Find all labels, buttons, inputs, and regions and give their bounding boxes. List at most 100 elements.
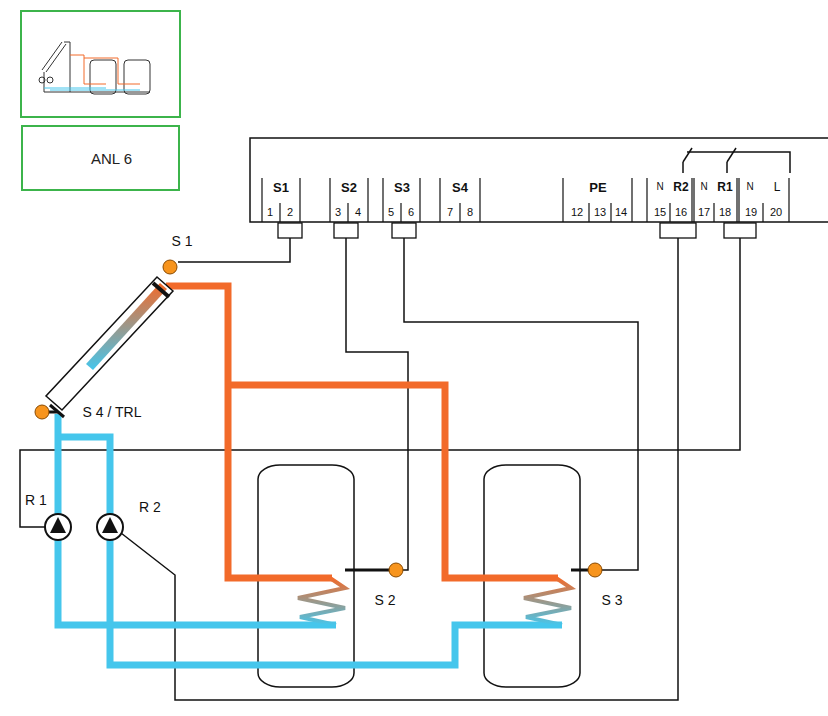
heat-exchanger-coil bbox=[524, 578, 571, 625]
controller-housing bbox=[736, 178, 737, 222]
temperature-sensor bbox=[588, 563, 602, 577]
scheme-icon bbox=[21, 11, 180, 117]
pin-number: 13 bbox=[594, 207, 606, 218]
pin-number: 5 bbox=[388, 207, 394, 218]
terminal-name: PE bbox=[589, 181, 606, 194]
terminal-name: L bbox=[774, 181, 781, 193]
controller-housing bbox=[419, 178, 420, 222]
controller-housing bbox=[762, 203, 763, 222]
solar-collector bbox=[153, 283, 169, 297]
terminal-name: R2 bbox=[673, 181, 688, 193]
scheme-name: ANL 6 bbox=[91, 150, 132, 167]
controller-housing bbox=[669, 203, 670, 222]
controller-housing bbox=[693, 178, 694, 222]
terminal-name: S4 bbox=[452, 181, 468, 194]
terminal-plug bbox=[278, 223, 302, 238]
flow-pipe bbox=[228, 385, 558, 578]
return-pipe bbox=[58, 437, 562, 665]
pump-symbol bbox=[50, 517, 66, 533]
scheme-label-box: ANL 6 bbox=[21, 125, 180, 191]
scheme-icon bbox=[90, 60, 116, 94]
controller-housing bbox=[329, 178, 330, 222]
terminal-name: S3 bbox=[394, 181, 410, 194]
pin-number: 7 bbox=[447, 207, 453, 218]
controller-housing bbox=[382, 178, 383, 222]
controller-housing bbox=[610, 203, 611, 222]
heat-exchanger-coil bbox=[298, 578, 571, 625]
sensor-label: S 3 bbox=[601, 593, 622, 607]
pin-number: 8 bbox=[467, 207, 473, 218]
pin-number: 18 bbox=[719, 207, 731, 218]
relay-contacts bbox=[727, 148, 736, 162]
controller-housing bbox=[646, 178, 647, 222]
pin-number: 6 bbox=[408, 207, 414, 218]
temperature-sensor bbox=[163, 260, 177, 274]
controller-housing bbox=[400, 203, 401, 222]
controller-housing bbox=[588, 203, 589, 222]
sensor-wire bbox=[121, 238, 678, 700]
pump-symbol bbox=[97, 514, 123, 540]
terminal-name: S1 bbox=[273, 181, 289, 194]
sensor-label: S 4 / TRL bbox=[83, 405, 142, 419]
temperature-sensor bbox=[35, 260, 602, 577]
pump-label: R 1 bbox=[25, 493, 47, 507]
relay-contacts bbox=[683, 148, 692, 162]
temperature-sensor bbox=[35, 260, 602, 577]
controller-housing bbox=[459, 203, 460, 222]
controller-housing bbox=[299, 178, 300, 222]
pin-number: 4 bbox=[355, 207, 361, 218]
flow-pipe bbox=[166, 286, 558, 578]
controller-housing bbox=[562, 178, 563, 222]
relay-contacts bbox=[687, 152, 790, 173]
controller-housing bbox=[439, 178, 440, 222]
pin-number: 17 bbox=[698, 207, 710, 218]
controller-housing bbox=[250, 138, 828, 222]
relay-contacts bbox=[682, 162, 684, 173]
terminal-name: N bbox=[656, 182, 663, 192]
sensor-wire bbox=[178, 238, 290, 262]
controller-housing bbox=[261, 178, 262, 222]
pin-number: 16 bbox=[675, 207, 687, 218]
temperature-sensor bbox=[389, 563, 403, 577]
controller-housing bbox=[262, 178, 789, 222]
terminal-plug bbox=[278, 223, 756, 238]
controller-housing bbox=[631, 178, 632, 222]
relay-contacts bbox=[726, 162, 728, 173]
terminal-name: R1 bbox=[717, 181, 732, 193]
pump-symbol bbox=[102, 517, 118, 533]
controller-housing bbox=[738, 178, 739, 222]
controller-housing bbox=[367, 178, 368, 222]
sensor-label: S 1 bbox=[171, 234, 192, 248]
terminal-name: N bbox=[700, 182, 707, 192]
pin-number: 19 bbox=[745, 207, 757, 218]
scheme-icon bbox=[42, 42, 62, 70]
sensor-wire bbox=[20, 238, 740, 700]
scheme-icon bbox=[44, 88, 106, 89]
scheme-icon bbox=[47, 77, 53, 83]
scheme-icon bbox=[46, 44, 66, 72]
terminal-plug bbox=[334, 223, 358, 238]
relay-contacts bbox=[683, 148, 790, 173]
terminal-plug bbox=[660, 223, 696, 238]
scheme-icon bbox=[44, 72, 70, 92]
sensor-label: S 2 bbox=[374, 593, 395, 607]
temperature-sensor bbox=[345, 569, 392, 572]
controller-housing bbox=[347, 203, 348, 222]
scheme-icon bbox=[50, 90, 140, 91]
pump-label: R 2 bbox=[139, 500, 161, 514]
terminal-name: S2 bbox=[341, 181, 357, 194]
scheme-icon bbox=[39, 42, 150, 94]
flow-pipe bbox=[166, 286, 332, 578]
pin-number: 3 bbox=[335, 207, 341, 218]
temperature-sensor bbox=[35, 405, 49, 419]
pin-number: 1 bbox=[267, 207, 273, 218]
controller-housing bbox=[279, 203, 280, 222]
solar-collector bbox=[86, 283, 167, 370]
sensor-wire bbox=[404, 238, 638, 570]
scheme-icon bbox=[39, 77, 45, 83]
controller-housing bbox=[788, 178, 789, 222]
terminal-plug bbox=[392, 223, 416, 238]
pin-number: 2 bbox=[287, 207, 293, 218]
scheme-icon bbox=[21, 11, 180, 117]
